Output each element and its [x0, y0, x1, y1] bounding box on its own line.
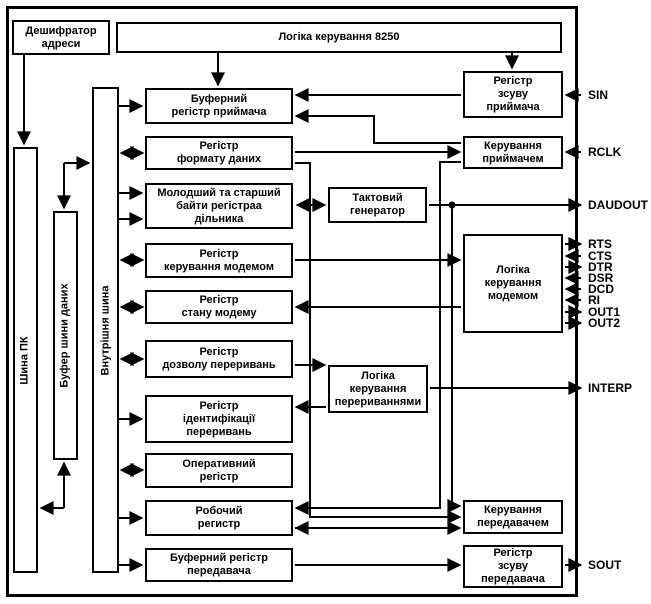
block-modem-control-register: Регістр керування модемом	[145, 243, 293, 278]
pin-label-interp: INTERP	[588, 381, 633, 395]
pin-label-rclk: RCLK	[588, 145, 622, 159]
block-label: Робочий регистр	[195, 505, 243, 530]
block-interrupt-enable-register: Регістр дозволу переривань	[145, 340, 293, 378]
block-label: Дешифратор адреси	[25, 24, 97, 50]
block-label: Регістр керування модемом	[163, 247, 275, 273]
block-transmitter-shift-register: Регістр зсуву передавача	[463, 545, 563, 588]
block-label: Внутрішня шина	[99, 285, 112, 375]
block-transmitter-buffer-register: Буферний регістр передавача	[145, 548, 293, 582]
block-control-logic-8250: Логіка керування 8250	[116, 22, 562, 53]
block-label: Керування приймачем	[482, 139, 544, 165]
block-receiver-shift-register: Регістр зсуву приймача	[463, 71, 563, 118]
pin-label-sout: SOUT	[588, 558, 622, 572]
block-label: Логіка керування 8250	[278, 31, 400, 43]
pin-label-out1: OUT1	[588, 305, 621, 319]
block-label: Буферний регістр приймача	[171, 93, 267, 118]
block-label: Шина ПК	[19, 335, 32, 385]
block-label: Керування передавачем	[477, 504, 549, 529]
pin-label-ri: RI	[588, 293, 600, 307]
block-internal-bus: Внутрішня шина	[92, 87, 119, 573]
pin-label-dtr: DTR	[588, 260, 613, 274]
block-modem-status-register: Регістр стану модему	[145, 290, 293, 324]
block-label: Тактовий генератор	[350, 192, 405, 217]
block-label: Регістр формату даних	[176, 140, 262, 165]
pin-label-dsr: DSR	[588, 271, 614, 285]
block-label: Регістр стану модему	[181, 294, 257, 319]
pin-label-daudout: DAUDOUT	[588, 198, 648, 212]
block-address-decoder: Дешифратор адреси	[12, 20, 110, 55]
block-transmitter-control: Керування передавачем	[463, 500, 563, 534]
block-data-bus-buffer: Буфер шини даних	[53, 211, 78, 460]
pin-label-out2: OUT2	[588, 316, 621, 330]
block-interrupt-id-register: Регістр ідентифікації переривань	[145, 395, 293, 443]
block-label: Регістр дозволу переривань	[162, 346, 276, 371]
block-label: Буферний регістр передавача	[170, 552, 268, 577]
block-pc-bus: Шина ПК	[13, 147, 38, 573]
block-divisor-latch-bytes: Молодший та старший байти регістраа діль…	[145, 183, 293, 229]
block-receiver-buffer-register: Буферний регістр приймача	[145, 88, 293, 124]
block-label: Оперативний регістр	[182, 457, 256, 483]
pin-label-rts: RTS	[588, 237, 612, 251]
block-working-register: Робочий регистр	[145, 500, 293, 536]
block-label: Логіка керування перериваннями	[334, 369, 422, 408]
block-data-format-register: Регістр формату даних	[145, 136, 293, 170]
block-label: Регістр зсуву передавача	[481, 547, 545, 585]
block-receiver-control: Керування приймачем	[463, 136, 563, 169]
block-label: Молодший та старший байти регістраа діль…	[157, 186, 281, 225]
pin-label-cts: CTS	[588, 249, 612, 263]
block-operational-register: Оперативний регістр	[145, 453, 293, 488]
block-modem-control-logic: Логіка керування модемом	[463, 234, 563, 333]
block-label: Регістр ідентифікації переривань	[182, 399, 256, 438]
block-clock-generator: Тактовий генератор	[328, 187, 427, 223]
block-interrupt-control-logic: Логіка керування перериваннями	[328, 365, 428, 413]
pin-label-sin: SIN	[588, 88, 609, 102]
block-label: Логіка керування модемом	[484, 264, 542, 302]
block-label: Регістр зсуву приймача	[486, 75, 540, 113]
pin-label-dcd: DCD	[588, 282, 614, 296]
block-label: Буфер шини даних	[59, 283, 71, 388]
